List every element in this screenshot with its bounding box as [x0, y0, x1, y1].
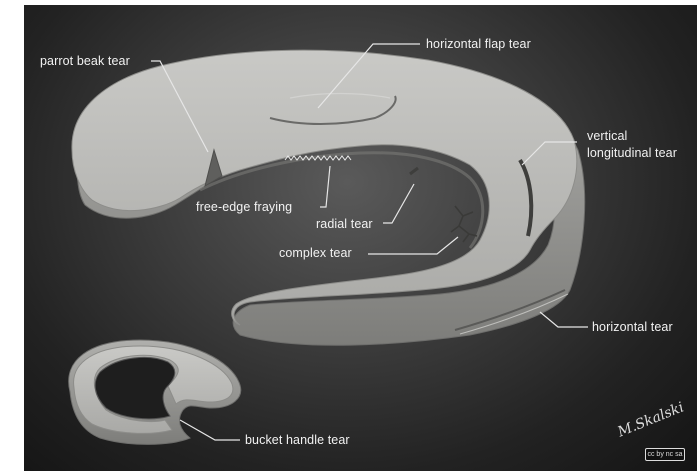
leader-free-edge: [320, 166, 330, 207]
license-badge: cc by nc sa: [645, 448, 685, 461]
label-complex-tear: complex tear: [279, 246, 352, 260]
label-horizontal-flap-tear: horizontal flap tear: [426, 37, 531, 51]
label-horizontal-tear: horizontal tear: [592, 320, 673, 334]
complex-tear-mark: [451, 206, 477, 242]
radial-tear-mark: [410, 168, 418, 174]
label-radial-tear: radial tear: [316, 217, 373, 231]
label-bucket-handle-tear: bucket handle tear: [245, 433, 350, 447]
leader-horizontal: [540, 312, 588, 327]
leader-complex: [368, 237, 458, 254]
label-vertical: vertical: [587, 129, 627, 143]
label-longitudinal-tear: longitudinal tear: [587, 146, 677, 160]
label-free-edge-fraying: free-edge fraying: [196, 200, 292, 214]
label-parrot-beak-tear: parrot beak tear: [40, 54, 130, 68]
leader-radial: [383, 184, 414, 223]
